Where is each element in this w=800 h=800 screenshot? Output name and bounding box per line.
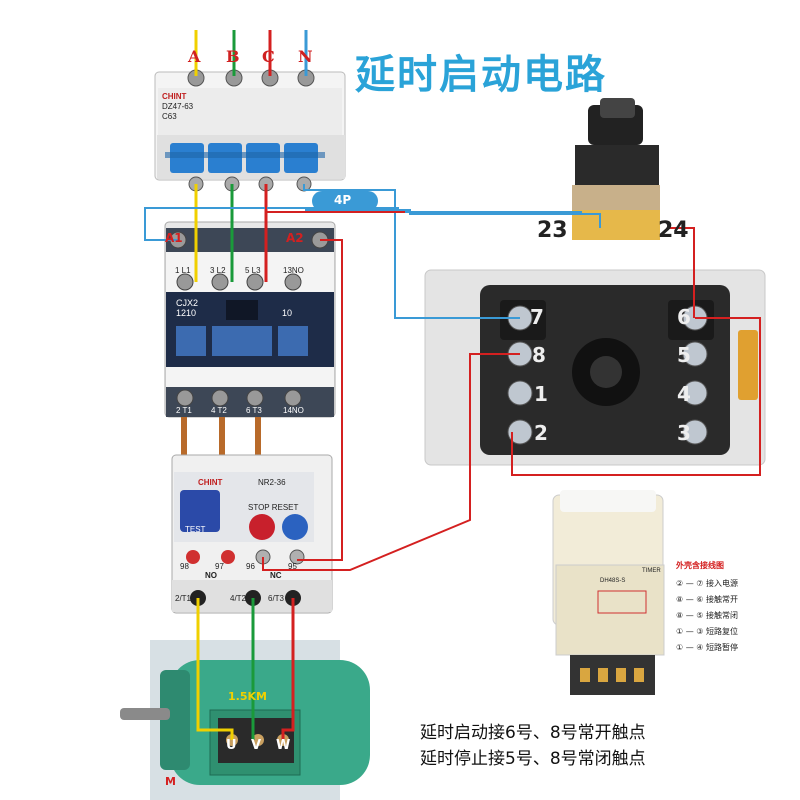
contactor-bottom-terminal-2: 2 T1 xyxy=(176,406,192,415)
breaker-model: DZ47-63 xyxy=(162,102,194,111)
wire-a1-to-switch xyxy=(144,207,582,241)
contactor-bottom-terminal-14: 14NO xyxy=(283,406,304,415)
timer-legend-item: ② — ⑦ 接入电源 xyxy=(676,579,738,588)
contactor-top-terminal-1: 1 L1 xyxy=(175,266,191,275)
phase-label-c: C xyxy=(262,47,275,66)
copper-link xyxy=(219,417,225,457)
relay-brand: CHINT xyxy=(198,478,223,487)
timer-model: DH48S-S xyxy=(600,578,626,584)
socket-pin-1: 1 xyxy=(534,382,548,406)
motor-terminal-u: U xyxy=(226,738,237,753)
relay-socket xyxy=(424,269,766,466)
timer-brand: TIMER xyxy=(642,568,661,574)
relay-terminal-97: 97 xyxy=(215,562,224,571)
caption-delay-start: 延时启动接6号、8号常开触点 xyxy=(420,723,646,743)
wire-pin8-to-nc xyxy=(262,353,520,571)
wire-a1-branch xyxy=(305,209,601,228)
phase-label-n: N xyxy=(298,47,313,66)
timer-legend-item: ① — ④ 短路暂停 xyxy=(676,643,738,652)
relay-out-terminal-2: 4/T2 xyxy=(230,594,247,603)
contactor-bottom-terminal-6: 6 T3 xyxy=(246,406,262,415)
contactor-terminal-a2: A2 xyxy=(286,231,304,245)
contactor xyxy=(164,221,336,418)
wire-pin6-to-pin2 xyxy=(511,317,761,476)
contactor-bottom-terminal-4: 4 T2 xyxy=(211,406,227,415)
timer-legend-item: ① — ③ 短路复位 xyxy=(676,627,738,636)
relay-terminal-96: 96 xyxy=(246,562,255,571)
contactor-top-terminal-13: 13NO xyxy=(283,266,304,275)
breaker-rating: C63 xyxy=(162,112,177,121)
diagram-title: 延时启动电路 xyxy=(355,52,607,98)
switch-terminal-23: 23 xyxy=(537,218,568,243)
contactor-model-line1: CJX2 xyxy=(176,298,199,308)
relay-test: TEST xyxy=(185,525,206,534)
motor-terminal-v: V xyxy=(251,738,262,753)
contactor-top-terminal-3: 3 L2 xyxy=(210,266,226,275)
relay-terminal-98: 98 xyxy=(180,562,189,571)
relay-out-terminal-1: 2/T1 xyxy=(175,594,192,603)
socket-pin-4: 4 xyxy=(677,382,691,406)
four-pole-badge-shape xyxy=(312,191,378,211)
copper-link xyxy=(255,417,261,457)
motor-rating-label: 1.5KM xyxy=(228,690,267,703)
wire-switch-to-pin6 xyxy=(668,227,695,318)
contactor-terminal-a1: A1 xyxy=(165,231,183,245)
wire-a2-to-relay xyxy=(297,239,343,561)
socket-pin-2: 2 xyxy=(534,421,548,445)
motor-terminal-w: W xyxy=(276,738,291,753)
four-pole-badge: 4P xyxy=(334,193,352,207)
circuit-breaker xyxy=(154,69,346,192)
timer-legend-item: ⑧ — ⑤ 接触常闭 xyxy=(676,611,738,620)
wire-neutral-to-pin7 xyxy=(303,184,520,319)
selector-switch xyxy=(572,98,660,240)
motor-corner-label: M xyxy=(165,775,176,788)
contactor-side-label: 10 xyxy=(282,308,293,318)
socket-pin-5: 5 xyxy=(677,343,691,367)
wire-l3-tap xyxy=(265,200,405,213)
relay-terminal-95: 95 xyxy=(288,562,297,571)
thermal-overload-relay xyxy=(171,454,333,614)
relay-no-label: NO xyxy=(205,571,217,580)
relay-out-terminal-3: 6/T3 xyxy=(268,594,285,603)
phase-label-b: B xyxy=(226,47,240,66)
switch-terminal-24: 24 xyxy=(658,218,689,243)
wire-w xyxy=(281,598,295,740)
relay-model: NR2-36 xyxy=(258,478,286,487)
socket-pin-7: 7 xyxy=(530,305,544,329)
caption-delay-stop: 延时停止接5号、8号常闭触点 xyxy=(420,749,646,769)
socket-pin-8: 8 xyxy=(532,343,546,367)
contactor-model-line2: 1210 xyxy=(176,308,197,318)
timer-legend-title: 外壳含接线图 xyxy=(676,561,724,570)
timer-legend-item: ⑧ — ⑥ 接触常开 xyxy=(676,595,738,604)
contactor-top-terminal-5: 5 L3 xyxy=(245,266,261,275)
socket-pin-3: 3 xyxy=(677,421,691,445)
breaker-brand: CHINT xyxy=(162,92,187,101)
phase-label-a: A xyxy=(188,47,201,66)
timer-relay xyxy=(552,490,665,695)
motor xyxy=(120,640,370,800)
relay-nc-label: NC xyxy=(270,571,282,580)
relay-stop-reset: STOP RESET xyxy=(248,503,299,512)
socket-pin-6: 6 xyxy=(677,305,691,329)
wire-u xyxy=(196,598,234,740)
copper-link xyxy=(181,417,187,457)
